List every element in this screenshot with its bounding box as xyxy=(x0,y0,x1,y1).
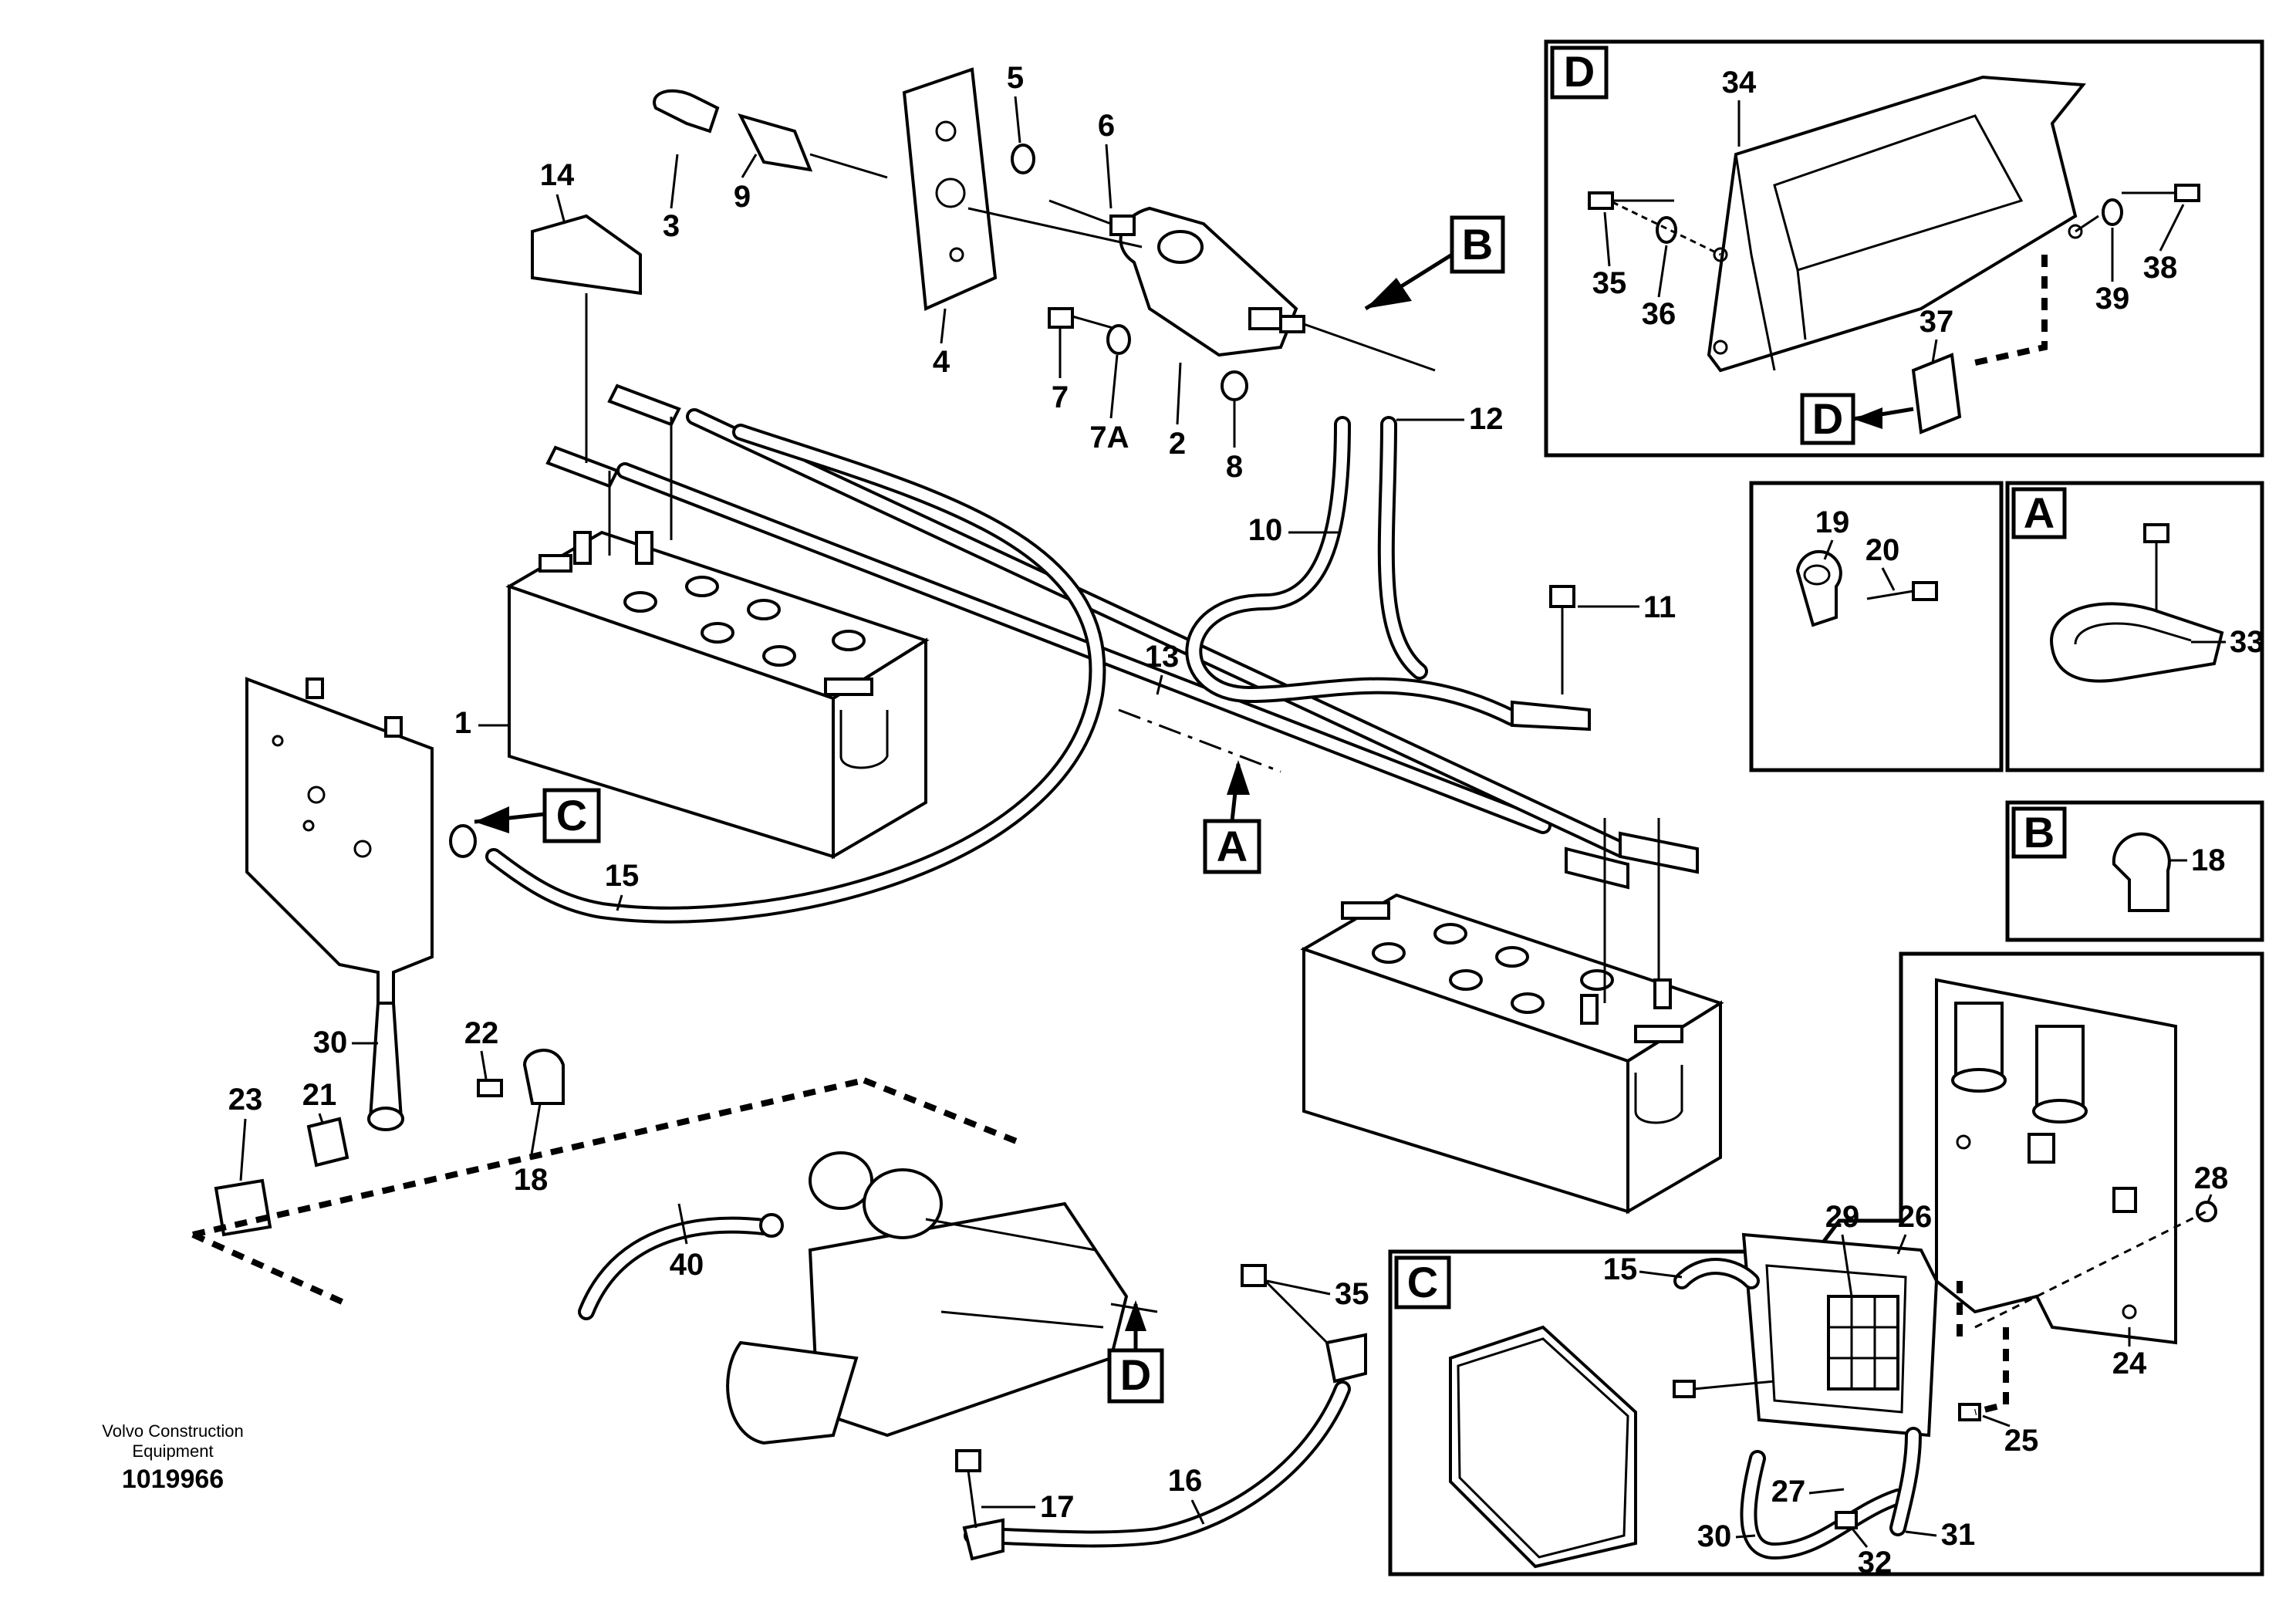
callout-36: 36 xyxy=(1642,297,1676,331)
callout-30c: 30 xyxy=(1697,1519,1732,1553)
callout-7: 7 xyxy=(1052,380,1069,414)
callout-6: 6 xyxy=(1098,109,1115,143)
detail-panel-d-ref-letter: D xyxy=(1812,394,1843,443)
callout-40: 40 xyxy=(670,1248,704,1282)
callout-11: 11 xyxy=(1643,590,1676,624)
callout-8: 8 xyxy=(1226,450,1243,484)
callout-28: 28 xyxy=(2194,1161,2229,1195)
callout-31: 31 xyxy=(1941,1518,1976,1552)
callout-35: 35 xyxy=(1592,266,1627,300)
detail-panel-b: B 18 xyxy=(2005,800,2264,942)
callout-10: 10 xyxy=(1248,513,1283,547)
callout-34: 34 xyxy=(1722,66,1757,100)
maker-line-1: Volvo Construction xyxy=(102,1421,243,1441)
detail-panel-c-letter: C xyxy=(1407,1258,1438,1306)
battery-left xyxy=(505,530,930,860)
callout-17: 17 xyxy=(1040,1490,1075,1524)
callout-4: 4 xyxy=(933,345,950,379)
detail-panel-d-letter: D xyxy=(1564,47,1595,96)
main-assembly: B C A D 1 2 3 4 5 6 7 7A 8 xyxy=(191,61,1724,1561)
callout-9: 9 xyxy=(734,180,751,214)
callout-23: 23 xyxy=(228,1083,263,1117)
detail-panel-a-letter: A xyxy=(2024,488,2055,537)
callout-16: 16 xyxy=(1168,1464,1203,1498)
callout-18b: 18 xyxy=(2191,843,2226,877)
callout-12: 12 xyxy=(1469,402,1504,436)
callout-38: 38 xyxy=(2143,251,2178,285)
callout-18: 18 xyxy=(514,1163,549,1197)
callout-35d: 35 xyxy=(1335,1277,1369,1311)
callout-3: 3 xyxy=(663,209,680,243)
view-ref-c-letter: C xyxy=(556,791,587,840)
detail-panel-d: D D 34 35 36 37 38 39 xyxy=(1544,39,2264,458)
callout-39: 39 xyxy=(2095,282,2130,316)
callout-29: 29 xyxy=(1825,1200,1860,1234)
callout-33: 33 xyxy=(2230,625,2264,659)
callout-15c: 15 xyxy=(1603,1252,1638,1286)
callout-21: 21 xyxy=(302,1078,337,1112)
callout-15: 15 xyxy=(605,859,640,893)
callout-2: 2 xyxy=(1169,427,1186,461)
callout-14: 14 xyxy=(540,158,575,192)
callout-5: 5 xyxy=(1007,61,1024,95)
view-ref-d-letter: D xyxy=(1120,1350,1151,1399)
detail-panel-a: A 33 xyxy=(2005,481,2264,772)
footer: Volvo Construction Equipment 1019966 xyxy=(102,1421,243,1494)
starter-motor xyxy=(726,1151,1158,1445)
callout-13: 13 xyxy=(1145,640,1180,674)
callout-22: 22 xyxy=(464,1016,499,1050)
detail-panel-b-letter: B xyxy=(2024,808,2055,857)
callout-32: 32 xyxy=(1858,1546,1893,1580)
detail-panel-clip: 19 20 xyxy=(1749,481,2004,772)
view-ref-a-letter: A xyxy=(1217,822,1248,870)
callout-1: 1 xyxy=(454,706,471,740)
detail-panel-c: C 15 26 xyxy=(1388,951,2264,1580)
view-ref-b-letter: B xyxy=(1462,220,1493,269)
callout-19: 19 xyxy=(1815,505,1850,539)
callout-25: 25 xyxy=(2004,1424,2039,1458)
callout-30: 30 xyxy=(313,1026,348,1059)
battery-right xyxy=(1300,893,1724,1215)
callout-26: 26 xyxy=(1898,1200,1933,1234)
maker-line-2: Equipment xyxy=(132,1441,213,1461)
callout-24: 24 xyxy=(2112,1347,2147,1380)
doc-number: 1019966 xyxy=(122,1465,224,1494)
callout-27: 27 xyxy=(1771,1475,1806,1509)
callout-37: 37 xyxy=(1920,305,1954,339)
callout-20: 20 xyxy=(1866,533,1900,567)
callout-7a: 7A xyxy=(1089,421,1129,454)
